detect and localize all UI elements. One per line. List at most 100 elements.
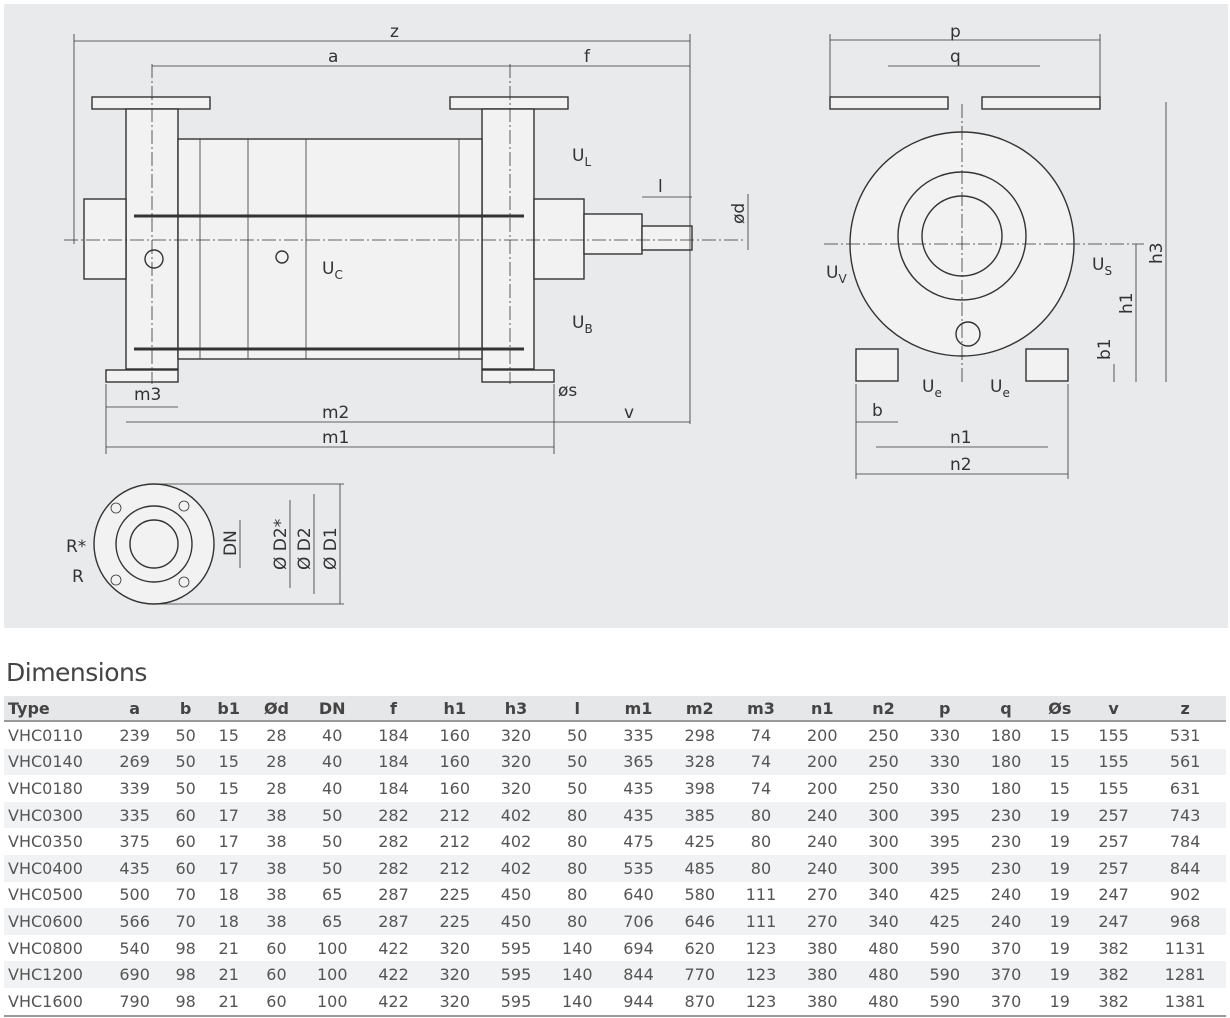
table-cell: 382 xyxy=(1082,987,1145,1017)
flange-label-d2-star: Ø D2* xyxy=(271,519,291,570)
table-cell: 18 xyxy=(218,885,239,905)
column-header: m3 xyxy=(730,696,792,722)
table-cell: 80 xyxy=(567,885,588,905)
table-cell: 80 xyxy=(567,832,588,852)
table-cell: 50 xyxy=(301,801,363,829)
table-cell: 50 xyxy=(175,725,196,745)
table-cell: 1281 xyxy=(1144,961,1226,988)
table-cell: 382 xyxy=(1098,938,1129,958)
table-cell: 65 xyxy=(301,908,363,935)
table-cell: 247 xyxy=(1098,885,1129,905)
table-cell: 339 xyxy=(119,778,150,798)
flange-label-dn: DN xyxy=(221,530,241,556)
table-cell: 844 xyxy=(607,961,670,988)
table-cell: 485 xyxy=(669,854,731,882)
column-header: n1 xyxy=(791,696,853,722)
table-cell: 38 xyxy=(266,832,287,852)
table-cell: 15 xyxy=(218,778,239,798)
table-cell: 422 xyxy=(362,987,425,1017)
table-cell: 74 xyxy=(730,748,792,776)
table-cell: 60 xyxy=(175,832,196,852)
dim-label-h3: h3 xyxy=(1147,242,1167,264)
table-cell: 225 xyxy=(424,908,486,935)
table-cell: 123 xyxy=(745,938,777,958)
table-cell: 595 xyxy=(500,938,532,958)
column-header: h1 xyxy=(424,696,486,722)
table-cell: 111 xyxy=(730,908,792,935)
table-cell: 335 xyxy=(104,801,166,829)
table-cell: 212 xyxy=(424,854,486,882)
table-cell: 98 xyxy=(165,987,207,1017)
table-cell: 180 xyxy=(990,778,1022,798)
table-cell: VHC0800 xyxy=(8,938,83,958)
dim-label-f: f xyxy=(584,47,591,67)
table-cell: 100 xyxy=(301,987,363,1017)
table-cell: 212 xyxy=(439,832,470,852)
table-cell: 694 xyxy=(623,938,654,958)
table-cell: 370 xyxy=(990,938,1022,958)
table-cell: 330 xyxy=(929,778,960,798)
table-cell: 50 xyxy=(322,832,343,852)
section-title: Dimensions xyxy=(6,658,147,687)
port-label-uc: UC xyxy=(322,259,343,282)
column-header: b xyxy=(165,696,207,722)
table-cell: 330 xyxy=(914,748,976,776)
table-cell: 247 xyxy=(1082,908,1145,935)
table-cell: 80 xyxy=(546,908,608,935)
flange-label-r: R xyxy=(72,567,84,587)
table-cell: 60 xyxy=(165,854,207,882)
table-cell: 375 xyxy=(119,832,150,852)
table-cell: 531 xyxy=(1169,725,1201,745)
table-cell: 320 xyxy=(500,725,532,745)
table-cell: 395 xyxy=(929,832,960,852)
table-cell: 706 xyxy=(607,908,670,935)
table-cell: 580 xyxy=(684,885,715,905)
table-cell: 19 xyxy=(1036,854,1083,882)
table-cell: 382 xyxy=(1082,961,1145,988)
table-cell: 595 xyxy=(485,987,547,1017)
table-cell: 902 xyxy=(1169,885,1201,905)
table-cell: 240 xyxy=(791,801,853,829)
table-cell: 435 xyxy=(623,778,654,798)
table-cell: 180 xyxy=(990,725,1022,745)
table-cell: 160 xyxy=(424,748,486,776)
table-cell: 212 xyxy=(424,801,486,829)
table-cell: 40 xyxy=(322,725,343,745)
table-cell: 250 xyxy=(868,778,899,798)
dim-label-l: l xyxy=(658,177,663,197)
table-cell: 155 xyxy=(1082,748,1145,776)
table-cell: 422 xyxy=(362,961,425,988)
table-cell: 28 xyxy=(266,725,287,745)
table-cell: 19 xyxy=(1036,961,1083,988)
table-cell: 80 xyxy=(546,801,608,829)
column-header: q xyxy=(975,696,1037,722)
column-header: Type xyxy=(4,696,104,722)
table-cell: 123 xyxy=(730,987,792,1017)
table-cell: 844 xyxy=(1144,854,1226,882)
port-label-ue-right: Ue xyxy=(990,377,1010,400)
table-cell: 240 xyxy=(806,832,838,852)
dim-label-q: q xyxy=(950,47,961,67)
port-label-ul: UL xyxy=(572,146,591,169)
table-cell: 590 xyxy=(914,961,976,988)
table-cell: 230 xyxy=(975,854,1037,882)
table-cell: 395 xyxy=(914,801,976,829)
table-cell: 38 xyxy=(251,854,302,882)
dim-label-h1: h1 xyxy=(1117,292,1137,314)
table-cell: 365 xyxy=(607,748,670,776)
column-header: l xyxy=(546,696,608,722)
table-cell: 40 xyxy=(322,778,343,798)
table-cell: 80 xyxy=(546,854,608,882)
table-cell: 50 xyxy=(567,725,588,745)
table-cell: 298 xyxy=(684,725,715,745)
table-cell: 320 xyxy=(485,748,547,776)
column-header: Ød xyxy=(251,696,302,722)
table-cell: 80 xyxy=(750,832,772,852)
table-cell: 239 xyxy=(119,725,150,745)
table-cell: 38 xyxy=(251,908,302,935)
